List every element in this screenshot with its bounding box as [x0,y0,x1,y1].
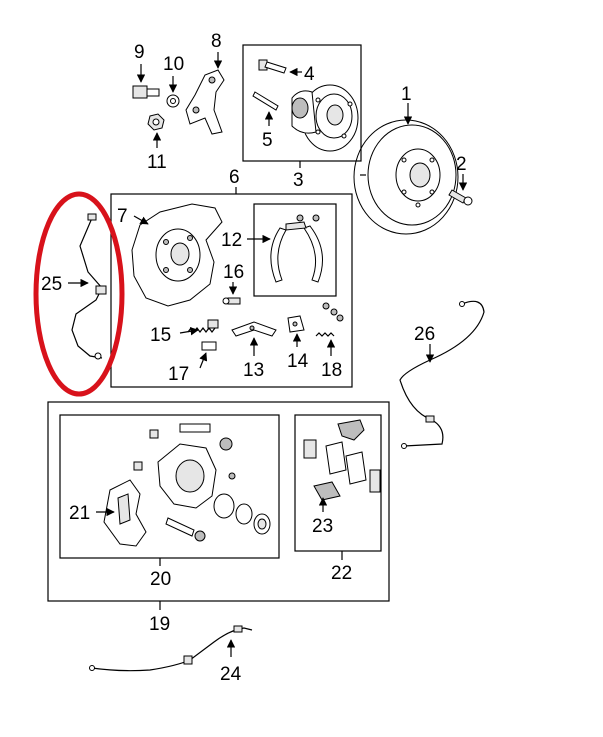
callout-3: 3 [293,170,304,191]
spring-18[interactable] [315,302,344,337]
highlight-circle [33,191,125,397]
caliper-assembly-box [47,401,390,602]
callout-4: 4 [304,64,315,85]
hub-assembly-box [242,44,362,162]
callout-20: 20 [150,569,171,590]
hub-pin[interactable] [252,91,279,111]
caliper-box [59,414,280,559]
guide-pin[interactable] [165,517,206,542]
brake-shoe-box [253,203,337,297]
pad-shim[interactable] [313,481,341,501]
nut-11[interactable] [147,113,165,131]
hub-bolt[interactable] [258,59,287,74]
brake-shoes[interactable] [270,214,323,283]
callout-21: 21 [69,503,90,524]
lever-14[interactable] [287,315,305,333]
brake-disc[interactable] [353,119,459,235]
callout-10: 10 [163,54,184,75]
callout-25: 25 [41,274,62,295]
adjuster-spring[interactable] [187,319,219,333]
callout-22: 22 [331,563,352,584]
hold-pin[interactable] [222,297,241,305]
disc-screw[interactable] [448,189,473,206]
callout-8: 8 [211,31,222,52]
callout-5: 5 [262,130,273,151]
parking-brake-box [110,193,353,388]
parking-brake-cable[interactable] [399,300,485,449]
callout-24: 24 [220,664,242,685]
strut-13[interactable] [231,321,277,337]
callout-23: 23 [312,516,333,537]
piston-and-seals[interactable] [213,472,271,535]
callout-15: 15 [150,325,171,346]
lower-bracket[interactable] [185,69,225,135]
wheel-speed-sensor[interactable] [71,213,107,360]
callout-13: 13 [243,360,264,381]
callout-2: 2 [456,154,467,175]
caliper-housing[interactable] [133,423,233,509]
bolt-9[interactable] [132,85,160,99]
callout-7: 7 [117,206,128,227]
callout-1: 1 [401,84,412,105]
callout-11: 11 [147,152,167,173]
callout-18: 18 [321,360,342,381]
pad-kit-box [294,414,382,552]
callout-19: 19 [149,614,170,635]
brake-pads[interactable] [303,419,381,493]
callout-14: 14 [287,351,309,372]
callout-26: 26 [414,324,435,345]
sensor-harness[interactable] [89,625,253,672]
caliper-carrier[interactable] [103,479,147,547]
callout-12: 12 [221,230,242,251]
backing-plate[interactable] [131,203,223,307]
callout-6: 6 [229,167,240,188]
callout-16: 16 [223,262,244,283]
washer-10[interactable] [166,94,180,108]
callout-17: 17 [168,364,189,385]
clip-17[interactable] [201,341,217,351]
callout-9: 9 [134,42,145,63]
wheel-hub[interactable] [291,84,359,152]
